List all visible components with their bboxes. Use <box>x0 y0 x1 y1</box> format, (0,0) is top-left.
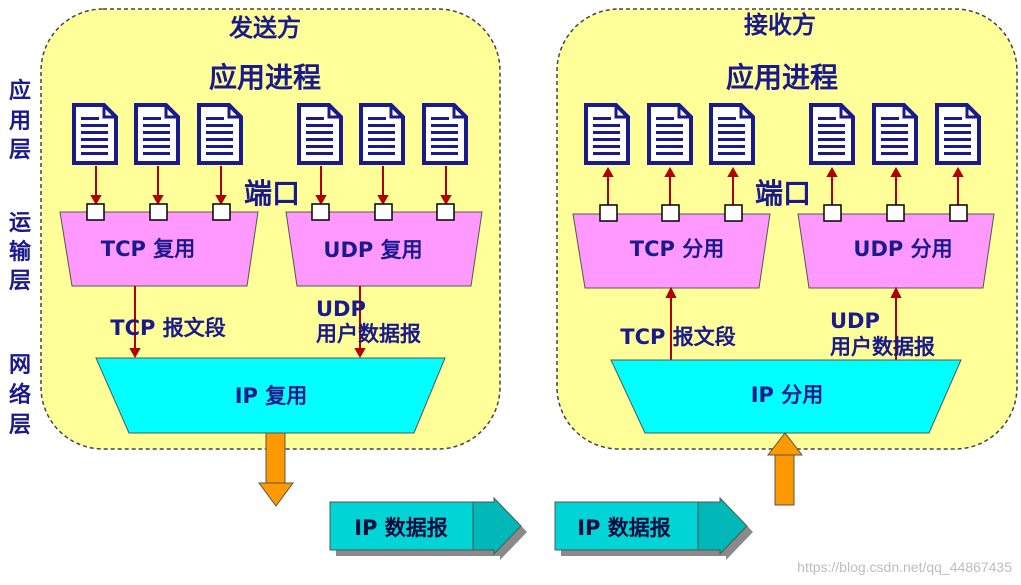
app-layer-char-3: 层 <box>9 138 31 163</box>
sender-udp-datagram-line1: UDP <box>316 297 366 321</box>
port-square <box>886 204 905 222</box>
document-icon <box>647 103 693 165</box>
port-square <box>661 204 680 222</box>
port-square <box>599 204 618 222</box>
sender-ip-trapezoid <box>95 357 446 434</box>
app-layer-char-2: 用 <box>9 109 31 134</box>
port-square <box>949 204 968 222</box>
document-icon <box>134 103 180 165</box>
sender-tcp-segment: TCP 报文段 <box>110 316 225 340</box>
transport-layer-char-1: 运 <box>9 211 31 236</box>
receiver-ip-label: IP 分用 <box>751 383 824 407</box>
sender-udp-label: UDP 复用 <box>323 238 422 262</box>
document-icon <box>872 103 918 165</box>
up-arrow <box>766 432 804 506</box>
packet-label: IP 数据报 <box>577 516 671 540</box>
packet-arrow: IP 数据报 <box>329 496 527 560</box>
sender-transport-arrows <box>129 286 366 359</box>
receiver-udp-label: UDP 分用 <box>853 237 952 261</box>
receiver-app-process: 应用进程 <box>726 61 838 94</box>
port-square <box>86 203 105 221</box>
receiver-port-label: 端口 <box>755 177 811 210</box>
receiver-ip-trapezoid <box>610 359 962 434</box>
sender-panel: 发送方 应用进程 端口 TCP 复用 UDP 复用 <box>40 8 501 450</box>
receiver-transport-arrows <box>665 286 902 360</box>
port-square <box>212 203 231 221</box>
down-arrow <box>258 432 294 507</box>
sender-udp-datagram-line2: 用户数据报 <box>316 322 421 346</box>
document-icon <box>709 103 755 165</box>
receiver-tcp-trapezoid <box>572 213 771 289</box>
document-icon <box>297 103 343 165</box>
sender-tcp-trapezoid <box>59 211 259 287</box>
network-layer-char-3: 层 <box>9 413 31 438</box>
sender-tcp-label: TCP 复用 <box>101 237 195 261</box>
port-square <box>823 204 842 222</box>
transport-layer-char-2: 输 <box>9 239 32 265</box>
receiver-tcp-label: TCP 分用 <box>630 237 724 261</box>
sender-doc-arrows <box>90 166 452 206</box>
receiver-udp-trapezoid <box>797 213 995 289</box>
watermark: https://blog.csdn.net/qq_44867435 <box>797 559 1012 575</box>
document-icon <box>584 103 630 165</box>
layer-labels: 应 用 层 运 输 层 网 络 层 <box>9 78 32 438</box>
receiver-doc-arrows <box>602 166 964 205</box>
port-square <box>436 203 455 221</box>
document-icon <box>197 103 243 165</box>
sender-udp-trapezoid <box>285 211 483 287</box>
document-icon <box>809 103 855 165</box>
document-icon <box>935 103 981 165</box>
app-layer-char-1: 应 <box>9 78 31 104</box>
port-square <box>149 203 168 221</box>
receiver-tcp-segment: TCP 报文段 <box>620 325 735 349</box>
port-square <box>311 203 330 221</box>
packet-label: IP 数据报 <box>354 516 448 540</box>
document-icon <box>72 103 118 165</box>
sender-app-process: 应用进程 <box>209 61 321 94</box>
sender-port-label: 端口 <box>244 177 300 210</box>
port-square <box>724 204 743 222</box>
receiver-udp-datagram-line1: UDP <box>830 309 880 333</box>
transport-layer-char-3: 层 <box>9 269 31 294</box>
receiver-title: 接收方 <box>744 11 816 39</box>
port-square <box>374 203 393 221</box>
receiver-panel: 接收方 应用进程 端口 TCP 分用 UDP 分用 <box>556 8 1018 450</box>
sender-ip-label: IP 复用 <box>235 384 308 408</box>
document-icon <box>359 103 405 165</box>
receiver-udp-datagram-line2: 用户数据报 <box>830 335 935 359</box>
sender-title: 发送方 <box>228 14 301 42</box>
network-layer-char-1: 网 <box>9 353 31 378</box>
packet-arrow: IP 数据报 <box>554 496 753 560</box>
document-icon <box>422 103 468 165</box>
network-layer-char-2: 络 <box>9 382 31 408</box>
